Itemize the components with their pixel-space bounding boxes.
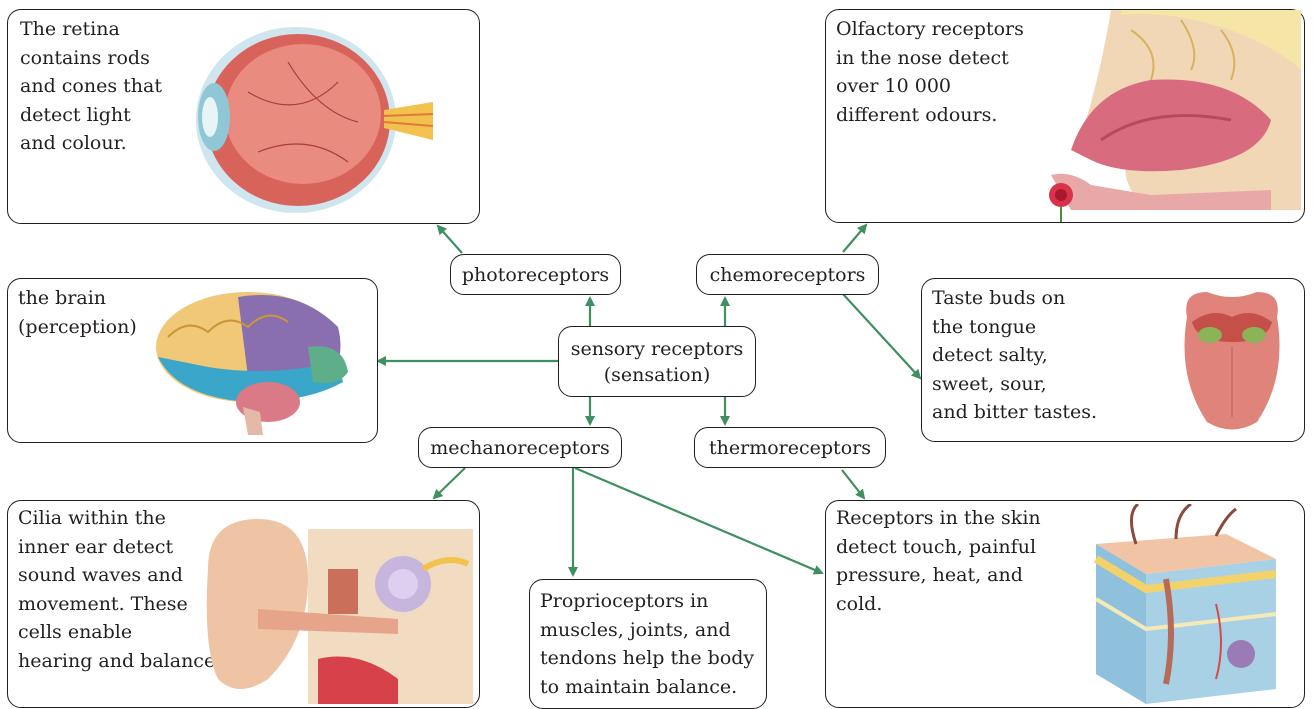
- brain-illustration: [148, 287, 360, 437]
- nose-illustration: [1031, 10, 1301, 222]
- sensory-receptors-label: sensory receptors (sensation): [571, 336, 744, 388]
- chemoreceptors-node: chemoreceptors: [696, 254, 879, 295]
- nose-box: Olfactory receptors in the nose detect o…: [825, 9, 1305, 223]
- ear-box-text: Cilia within the inner ear detect sound …: [18, 504, 221, 675]
- proprioceptors-box: Proprioceptors in muscles, joints, and t…: [529, 579, 767, 709]
- skin-box: Receptors in the skin detect touch, pain…: [825, 500, 1305, 708]
- arrow-mechanoreceptors-to-ear: [434, 468, 465, 498]
- arrow-thermoreceptors-to-skin: [842, 470, 864, 498]
- arrow-chemoreceptors-to-tongue: [843, 294, 920, 378]
- nose-box-text: Olfactory receptors in the nose detect o…: [836, 15, 1024, 129]
- thermoreceptors-node: thermoreceptors: [694, 427, 886, 468]
- sensory-receptors-node: sensory receptors (sensation): [558, 326, 756, 397]
- ear-illustration: [198, 509, 473, 704]
- eye-illustration: [188, 22, 438, 217]
- mechanoreceptors-node: mechanoreceptors: [418, 427, 622, 468]
- arrow-mechanoreceptors-to-skin: [575, 468, 822, 573]
- proprioceptors-box-text: Proprioceptors in muscles, joints, and t…: [540, 587, 754, 701]
- tongue-illustration: [1172, 287, 1292, 437]
- brain-box: the brain (perception): [7, 278, 378, 443]
- ear-box: Cilia within the inner ear detect sound …: [7, 500, 480, 708]
- eye-box-text: The retina contains rods and cones that …: [20, 15, 162, 158]
- arrow-photoreceptors-to-eye: [438, 226, 462, 253]
- tongue-box-text: Taste buds on the tongue detect salty, s…: [932, 284, 1097, 427]
- skin-illustration: [1076, 504, 1291, 709]
- skin-box-text: Receptors in the skin detect touch, pain…: [836, 504, 1041, 618]
- tongue-box: Taste buds on the tongue detect salty, s…: [921, 278, 1305, 442]
- arrow-chemoreceptors-to-nose: [843, 225, 866, 252]
- eye-box: The retina contains rods and cones that …: [7, 9, 480, 224]
- photoreceptors-node: photoreceptors: [450, 254, 621, 295]
- brain-box-text: the brain (perception): [18, 284, 137, 341]
